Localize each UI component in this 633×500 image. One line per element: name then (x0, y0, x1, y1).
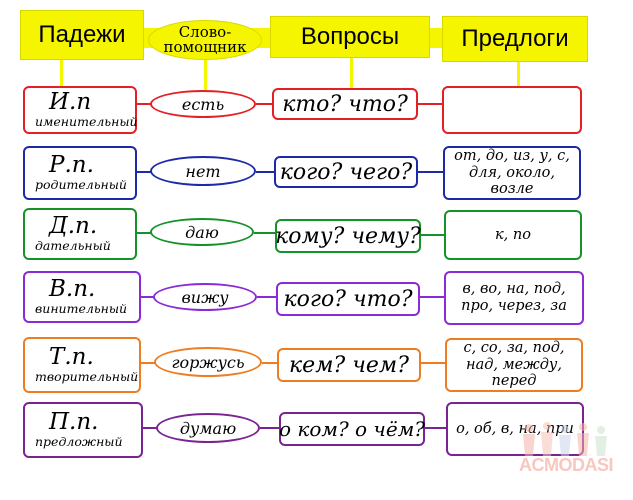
header-cases: Падежи (20, 10, 144, 60)
watermark-text: ACMODASI (519, 455, 614, 475)
connector (141, 296, 155, 298)
case-box-dative: Д.п. дательный (23, 208, 137, 260)
header-cases-label: Падежи (38, 21, 126, 48)
connector (257, 296, 277, 298)
case-abbr: Д.п. (49, 213, 98, 239)
watermark: ACMODASI (509, 420, 629, 490)
connector (137, 232, 153, 234)
question-box-nominative: кто? что? (272, 88, 418, 120)
prepositions-box-instrumental: с, со, за, под, над, между, перед (445, 338, 583, 392)
case-box-accusative: В.п. винительный (23, 271, 141, 323)
helper-oval-accusative: вижу (153, 283, 257, 311)
prepositions-text: с, со, за, под, над, между, перед (463, 340, 565, 390)
case-full-name: творительный (35, 369, 139, 384)
connector (256, 103, 274, 105)
header-prepositions-label: Предлоги (461, 25, 569, 52)
case-abbr: Р.п. (49, 152, 94, 178)
connector (260, 427, 280, 429)
helper-word: даю (185, 222, 219, 242)
case-full-name: родительный (35, 177, 127, 192)
connector (256, 171, 274, 173)
header-helper-line1: Слово- (178, 23, 232, 41)
helper-word: есть (181, 94, 225, 114)
column-line-questions (350, 58, 353, 90)
connector (420, 296, 446, 298)
prepositions-box-accusative: в, во, на, под, про, через, за (444, 271, 584, 325)
connector (421, 234, 445, 236)
question-box-accusative: кого? что? (276, 282, 420, 316)
connector (141, 362, 155, 364)
prepositions-text: к, по (495, 226, 531, 243)
helper-word: горжусь (171, 352, 245, 372)
connector (418, 171, 444, 173)
case-box-genitive: Р.п. родительный (23, 146, 137, 200)
prepositions-box-dative: к, по (444, 210, 582, 260)
connector (143, 427, 157, 429)
helper-oval-nominative: есть (150, 90, 256, 118)
helper-word: вижу (181, 287, 229, 307)
question-text: кто? что? (282, 91, 408, 117)
connector (137, 103, 153, 105)
connector (418, 103, 444, 105)
question-text: о ком? о чём? (278, 417, 426, 441)
question-text: кому? чему? (275, 223, 421, 249)
prepositions-box-genitive: от, до, из, у, с, для, около, возле (443, 146, 581, 200)
case-abbr: П.п. (49, 409, 99, 435)
header-prepositions: Предлоги (442, 16, 588, 62)
header-helper-line2: помощник (163, 38, 247, 56)
connector (137, 171, 153, 173)
column-line-cases (60, 60, 63, 88)
helper-oval-genitive: нет (150, 156, 256, 186)
question-text: кем? чем? (289, 352, 409, 378)
case-abbr: И.п (49, 89, 92, 115)
connector (421, 362, 447, 364)
question-text: кого? чего? (279, 159, 413, 185)
question-box-instrumental: кем? чем? (277, 348, 421, 382)
question-box-dative: кому? чему? (275, 219, 421, 253)
prepositions-box-nominative (442, 86, 582, 134)
column-line-helper (204, 55, 207, 90)
people-figures-logo-icon (523, 422, 607, 456)
connector (262, 362, 278, 364)
helper-word: нет (185, 161, 221, 181)
question-text: кого? что? (283, 286, 413, 312)
case-full-name: дательный (35, 238, 111, 253)
question-box-genitive: кого? чего? (274, 156, 418, 188)
question-box-prepositional: о ком? о чём? (279, 412, 425, 446)
connector (254, 232, 276, 234)
header-questions: Вопросы (270, 16, 430, 58)
case-abbr: Т.п. (49, 344, 94, 370)
column-line-prepositions (517, 62, 520, 88)
prepositions-text: в, во, на, под, про, через, за (461, 281, 567, 314)
header-questions-label: Вопросы (300, 23, 400, 50)
case-abbr: В.п. (49, 276, 96, 302)
case-full-name: именительный (35, 114, 138, 129)
helper-oval-prepositional: думаю (156, 413, 260, 443)
helper-oval-dative: даю (150, 218, 254, 246)
prepositions-text: от, до, из, у, с, для, около, возле (454, 148, 570, 198)
case-full-name: винительный (35, 301, 128, 316)
helper-word: думаю (179, 418, 237, 438)
case-box-instrumental: Т.п. творительный (23, 337, 141, 393)
connector (425, 427, 447, 429)
header-helper-word: Слово- помощник (148, 20, 262, 60)
case-full-name: предложный (35, 434, 123, 449)
case-box-nominative: И.п именительный (23, 86, 138, 134)
case-box-prepositional: П.п. предложный (23, 402, 143, 458)
helper-oval-instrumental: горжусь (154, 347, 262, 377)
